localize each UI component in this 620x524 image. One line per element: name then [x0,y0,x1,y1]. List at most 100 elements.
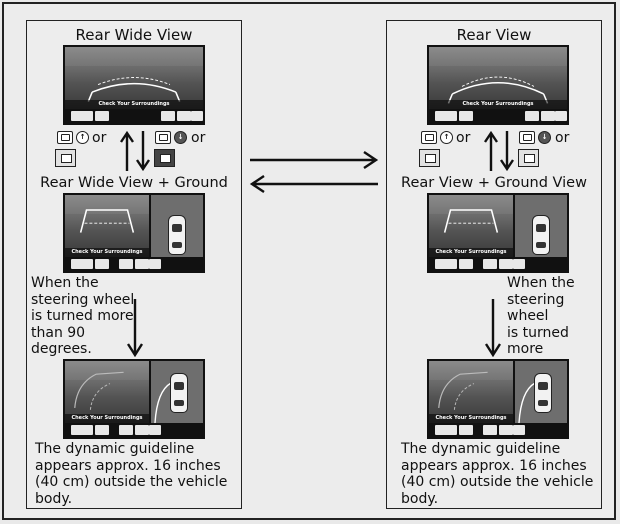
panel-title: Rear Wide View [75,26,193,44]
or-label: or [92,130,107,146]
caution-text: Check Your Surroundings [65,100,203,109]
view-button [525,111,539,121]
combined-view-screen: Check Your Surroundings [63,193,205,273]
down-arrow-icon [126,299,144,357]
knob-down-icon: ↓ [174,131,187,144]
camera-image [65,361,149,423]
up-down-arrows-icon [484,130,514,172]
camera-image [429,361,513,423]
or-label: or [191,130,206,146]
down-arrow-icon [484,299,502,357]
car-icon [170,373,188,413]
view-button [95,425,109,435]
camera-mode-button [71,425,93,435]
guideline-note: The dynamic guideline appears approx. 16… [401,441,593,507]
camera-mode-button [435,425,457,435]
ground-guideline [154,382,172,424]
rear-view-screen: Check Your Surroundings [427,45,569,125]
view-button [483,425,497,435]
camera-image [65,195,149,257]
view-button [499,425,513,435]
camera-icon [519,131,535,144]
camera-icon [155,131,171,144]
combined-view-screen: Check Your Surroundings [427,193,569,273]
diagram-frame: Rear Wide View Check Your Surroundings [2,2,616,520]
guideline [438,371,488,410]
screen-button-bar [429,423,567,437]
switch-controls: ↑ or ↓ or [55,129,245,173]
steering-note: When the steering wheel is turned more t… [31,275,134,358]
caution-text: Check Your Surroundings [429,100,567,109]
note-line: degrees. [31,341,92,357]
view-button [119,259,133,269]
rear-wide-view-panel: Rear Wide View Check Your Surroundings [26,20,242,509]
caution-text: Check Your Surroundings [65,414,149,423]
camera-image [429,195,513,257]
view-button [459,425,473,435]
dynamic-guideline-screen: Check Your Surroundings [63,359,205,439]
or-label: or [555,130,570,146]
note-line: steering wheel [31,291,135,308]
view-button [513,425,525,435]
guideline [79,209,135,233]
note-line: body. [401,490,439,507]
camera-image [65,47,203,109]
note-line: The dynamic guideline [35,441,195,457]
screen-button-bar [429,109,567,123]
view-button [459,259,473,269]
switch-controls: ↑ or ↓ or [419,129,601,173]
note-line: steering wheel [507,291,565,325]
view-button [135,425,149,435]
camera-icon [57,131,73,144]
guideline-note: The dynamic guideline appears approx. 16… [35,441,227,507]
view-button [177,111,191,121]
panel-title: Rear View [456,26,532,44]
view-button [95,111,109,121]
view-button [95,259,109,269]
camera-mode-button [71,259,93,269]
combined-view-title: Rear View + Ground View [401,175,587,191]
rear-wide-view-screen: Check Your Surroundings [63,45,205,125]
guideline [443,209,499,233]
note-line: body. [35,490,73,507]
view-button [513,259,525,269]
rear-view-panel: Rear View Check Your Surroundings ↑ [386,20,602,509]
camera-mode-button [71,111,93,121]
or-label: or [456,130,471,146]
view-button [499,259,513,269]
camera-mode-button [435,111,457,121]
note-line: The dynamic guideline [401,441,561,457]
caution-text: Check Your Surroundings [429,248,513,257]
screen-button-bar [65,109,203,123]
ground-guideline [518,382,536,424]
camera-mode-button [435,259,457,269]
view-button [149,425,161,435]
note-line: appears approx. 16 inches [401,457,587,474]
car-icon [532,215,550,255]
bidirectional-arrows-icon [249,151,379,193]
view-button [135,259,149,269]
view-button [149,259,161,269]
screen-button-bar [65,257,203,271]
car-icon [168,215,186,255]
screen-button-bar [429,257,567,271]
dynamic-guideline-screen: Check Your Surroundings [427,359,569,439]
knob-up-icon: ↑ [76,131,89,144]
note-line: (40 cm) outside the vehicle [401,474,594,490]
guideline [74,371,124,410]
view-select-icon [55,149,76,167]
screen-button-bar [65,423,203,437]
car-icon [534,373,552,413]
view-select-icon [518,149,539,167]
caution-text: Check Your Surroundings [429,414,513,423]
view-button [191,111,203,121]
camera-icon [421,131,437,144]
note-line: than 90 [31,324,86,341]
view-select-icon [154,149,175,167]
note-line: is turned more [507,324,569,358]
view-button [459,111,473,121]
note-line: When the [507,275,575,291]
caution-text: Check Your Surroundings [65,248,149,257]
guideline [87,77,181,102]
view-button [555,111,567,121]
